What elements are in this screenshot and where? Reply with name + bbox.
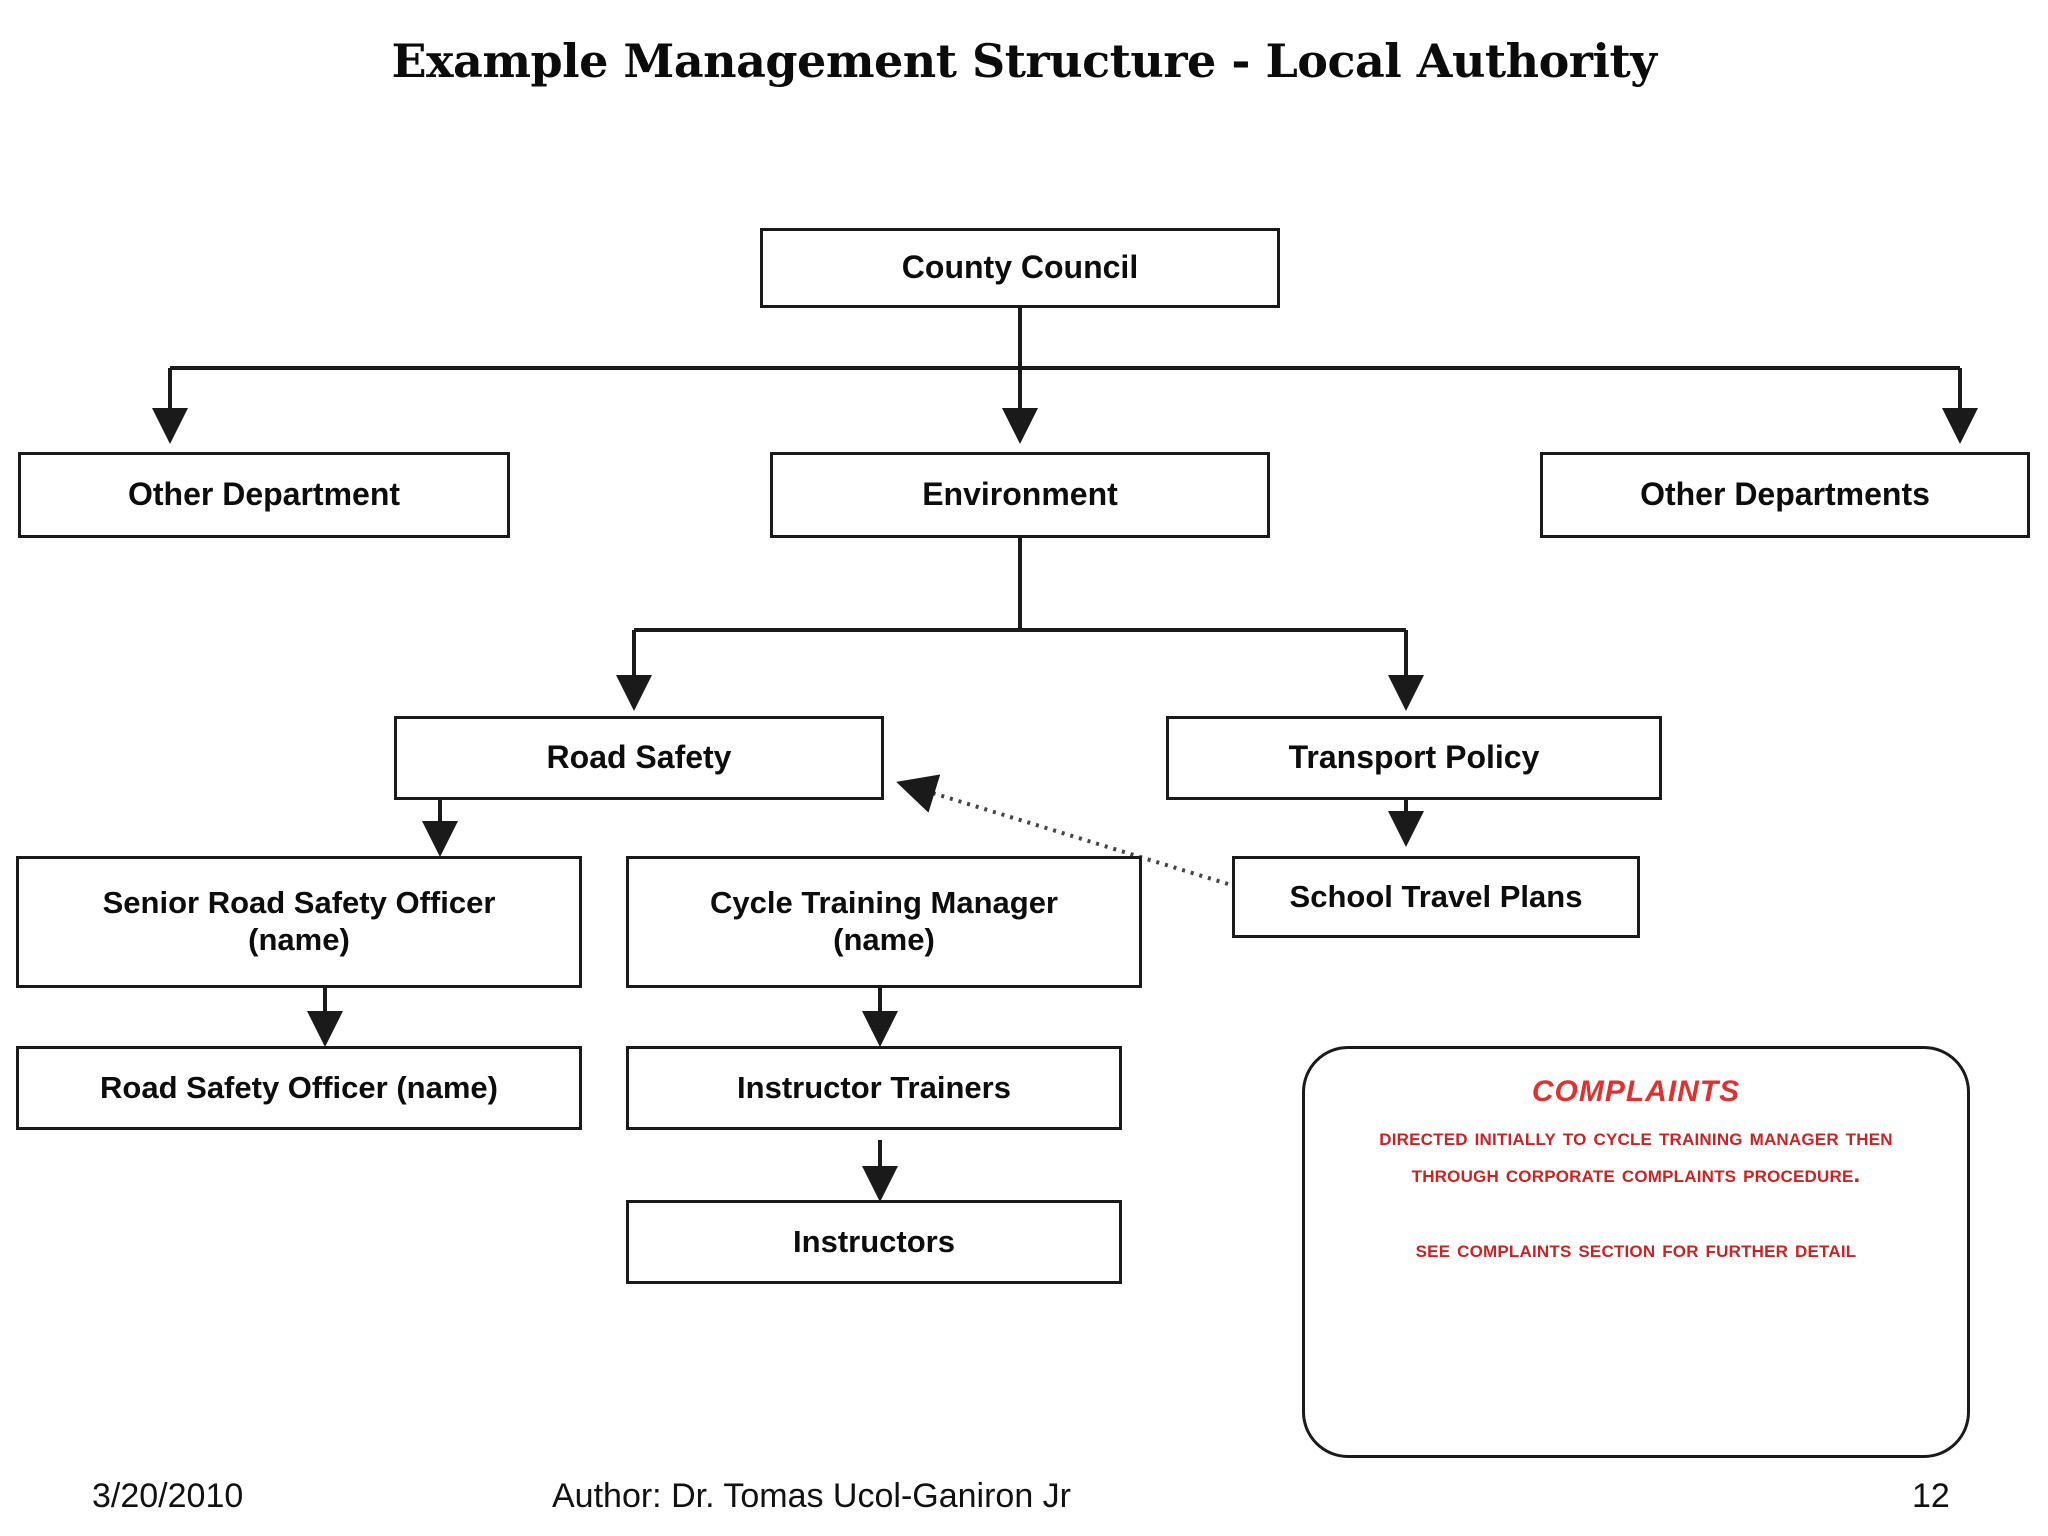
node-label: Road Safety [546, 739, 732, 776]
node-cycle-training-manager[interactable]: Cycle Training Manager (name) [626, 856, 1142, 988]
node-other-departments[interactable]: Other Departments [1540, 452, 2030, 538]
complaints-paragraph-1: Directed initially to Cycle Training Man… [1379, 1124, 1893, 1189]
node-other-department[interactable]: Other Department [18, 452, 510, 538]
node-instructors[interactable]: Instructors [626, 1200, 1122, 1284]
node-transport-policy[interactable]: Transport Policy [1166, 716, 1662, 800]
node-label: Instructors [793, 1223, 955, 1259]
node-senior-road-safety-officer[interactable]: Senior Road Safety Officer (name) [16, 856, 582, 988]
node-label: Other Department [127, 476, 401, 513]
node-school-travel-plans[interactable]: School Travel Plans [1232, 856, 1640, 938]
page-title: Example Management Structure - Local Aut… [391, 34, 1657, 88]
node-label: Transport Policy [1288, 739, 1540, 776]
node-label: Instructor Trainers [737, 1069, 1011, 1105]
node-environment[interactable]: Environment [770, 452, 1270, 538]
node-label: Cycle Training Manager [710, 885, 1058, 921]
complaints-paragraph-2: See complaints section for further detai… [1415, 1236, 1857, 1264]
node-sublabel: (name) [833, 922, 935, 957]
node-label: Other Departments [1640, 476, 1930, 513]
node-label: Road Safety Officer (name) [100, 1069, 498, 1105]
node-road-safety-officer[interactable]: Road Safety Officer (name) [16, 1046, 582, 1130]
node-label: County Council [901, 249, 1139, 286]
node-instructor-trainers[interactable]: Instructor Trainers [626, 1046, 1122, 1130]
complaints-callout: COMPLAINTS Directed initially to Cycle T… [1302, 1046, 1970, 1458]
edge-school-travel-plans-to-road-safety-dotted [896, 774, 1229, 886]
node-county-council[interactable]: County Council [760, 228, 1280, 308]
complaints-heading: COMPLAINTS [1531, 1075, 1741, 1108]
node-sublabel: (name) [248, 922, 350, 957]
node-label: Senior Road Safety Officer [102, 885, 496, 921]
node-label: Environment [922, 476, 1118, 513]
footer-page-number: 12 [1912, 1477, 1950, 1515]
node-label: School Travel Plans [1289, 878, 1583, 914]
footer-author: Author: Dr. Tomas Ucol-Ganiron Jr [552, 1477, 1071, 1515]
node-road-safety[interactable]: Road Safety [394, 716, 884, 800]
footer-date: 3/20/2010 [92, 1477, 244, 1515]
